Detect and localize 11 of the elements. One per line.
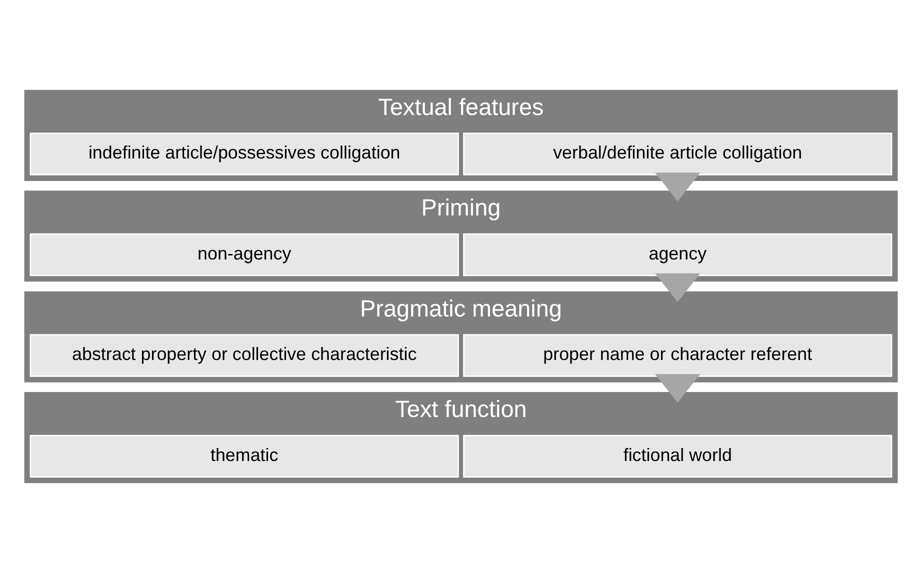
node-box: abstract property or collective characteristic — [30, 334, 459, 376]
node-box: thematic — [30, 434, 459, 478]
node-box: proper name or character referent — [463, 334, 892, 376]
node-box: fictional world — [463, 434, 892, 478]
node-box: indefinite article/possessives colligation — [30, 132, 459, 175]
node-box: non-agency — [30, 232, 459, 276]
arrow — [655, 374, 700, 402]
node-box: agency — [463, 232, 892, 276]
arrow — [655, 172, 700, 201]
arrow — [655, 272, 700, 302]
node-box: verbal/definite article colligation — [463, 132, 892, 175]
